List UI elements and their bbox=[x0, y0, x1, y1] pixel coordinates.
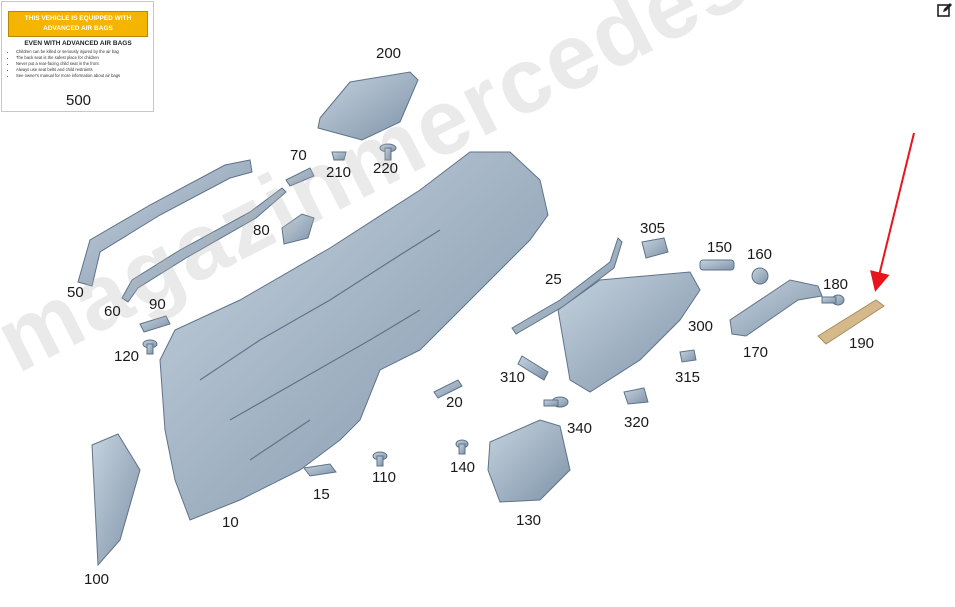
callout-340[interactable]: 340 bbox=[567, 420, 593, 437]
callout-200[interactable]: 200 bbox=[376, 45, 402, 62]
callout-160[interactable]: 160 bbox=[747, 246, 773, 263]
edit-button[interactable] bbox=[937, 2, 953, 18]
airbag-label-subtitle: EVEN WITH ADVANCED AIR BAGS bbox=[24, 40, 132, 47]
part-80-shape[interactable] bbox=[281, 213, 315, 245]
callout-315[interactable]: 315 bbox=[675, 369, 701, 386]
part-50-shape[interactable] bbox=[77, 159, 253, 287]
part-100-shape[interactable] bbox=[91, 433, 141, 567]
callout-100[interactable]: 100 bbox=[84, 571, 110, 588]
callout-180[interactable]: 180 bbox=[823, 276, 849, 293]
part-170-shape[interactable] bbox=[729, 279, 823, 337]
callout-10[interactable]: 10 bbox=[222, 514, 239, 531]
pointer-arrow bbox=[870, 132, 915, 292]
part-320-shape[interactable] bbox=[623, 387, 649, 405]
part-10-detail bbox=[199, 229, 441, 461]
callout-60[interactable]: 60 bbox=[104, 303, 121, 320]
part-60-shape[interactable] bbox=[121, 187, 287, 303]
airbag-label-card[interactable]: THIS VEHICLE IS EQUIPPED WITH ADVANCED A… bbox=[1, 1, 154, 112]
callout-300[interactable]: 300 bbox=[688, 318, 714, 335]
callout-15[interactable]: 15 bbox=[313, 486, 330, 503]
part-200-shape[interactable] bbox=[317, 71, 419, 141]
airbag-label-bullets: Children can be killed or seriously inju… bbox=[8, 49, 150, 79]
callout-120[interactable]: 120 bbox=[114, 348, 140, 365]
airbag-label-bullet: Never put a rear-facing child seat in th… bbox=[16, 61, 150, 67]
part-150-shape[interactable] bbox=[699, 259, 735, 271]
part-160-shape[interactable] bbox=[751, 267, 769, 285]
part-120-shape[interactable] bbox=[142, 339, 158, 355]
part-315-shape[interactable] bbox=[679, 349, 697, 363]
airbag-label-bullet: Children can be killed or seriously inju… bbox=[16, 49, 150, 55]
callout-310[interactable]: 310 bbox=[500, 369, 526, 386]
callout-500[interactable]: 500 bbox=[65, 92, 92, 109]
airbag-warning-banner: THIS VEHICLE IS EQUIPPED WITH ADVANCED A… bbox=[8, 11, 148, 37]
part-300-shape[interactable] bbox=[557, 271, 701, 393]
callout-220[interactable]: 220 bbox=[373, 160, 399, 177]
part-15-shape[interactable] bbox=[303, 463, 337, 477]
part-190-shape[interactable] bbox=[817, 299, 885, 345]
part-220-shape[interactable] bbox=[379, 143, 397, 161]
part-90-shape[interactable] bbox=[139, 315, 171, 333]
part-25-shape[interactable] bbox=[511, 237, 623, 335]
callout-150[interactable]: 150 bbox=[707, 239, 733, 256]
callout-190[interactable]: 190 bbox=[849, 335, 875, 352]
callout-210[interactable]: 210 bbox=[326, 164, 352, 181]
callout-305[interactable]: 305 bbox=[640, 220, 666, 237]
part-110-shape[interactable] bbox=[372, 451, 388, 467]
callout-140[interactable]: 140 bbox=[450, 459, 476, 476]
part-340-shape[interactable] bbox=[543, 396, 569, 408]
airbag-label-bullet: Always use seat belts and child restrain… bbox=[16, 67, 150, 73]
callout-25[interactable]: 25 bbox=[545, 271, 562, 288]
callout-50[interactable]: 50 bbox=[67, 284, 84, 301]
callout-130[interactable]: 130 bbox=[516, 512, 542, 529]
part-310-shape[interactable] bbox=[517, 355, 549, 381]
callout-320[interactable]: 320 bbox=[624, 414, 650, 431]
callout-80[interactable]: 80 bbox=[253, 222, 270, 239]
airbag-label-bullet: The back seat is the safest place for ch… bbox=[16, 55, 150, 61]
part-130-shape[interactable] bbox=[487, 419, 571, 503]
edit-icon bbox=[937, 3, 952, 17]
callout-90[interactable]: 90 bbox=[149, 296, 166, 313]
part-20-shape[interactable] bbox=[433, 379, 463, 399]
callout-70[interactable]: 70 bbox=[290, 147, 307, 164]
part-305-shape[interactable] bbox=[641, 237, 669, 259]
airbag-label-bullet: See owner's manual for more information … bbox=[16, 73, 150, 79]
callout-170[interactable]: 170 bbox=[743, 344, 769, 361]
part-10-shape[interactable] bbox=[159, 151, 549, 521]
part-70-shape[interactable] bbox=[285, 167, 315, 187]
part-210-shape[interactable] bbox=[331, 151, 347, 161]
part-180-shape[interactable] bbox=[821, 294, 845, 306]
callout-20[interactable]: 20 bbox=[446, 394, 463, 411]
callout-110[interactable]: 110 bbox=[372, 469, 396, 486]
part-140-shape[interactable] bbox=[455, 439, 469, 455]
